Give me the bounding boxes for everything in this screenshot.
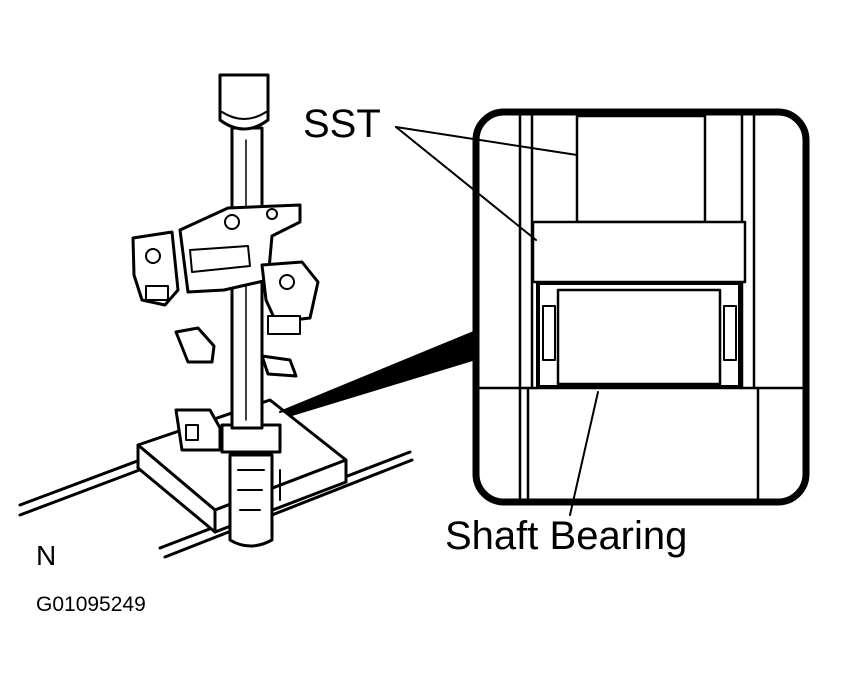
press-tool <box>218 73 270 131</box>
shaft-bearing <box>556 288 722 386</box>
figure-code: G01095249 <box>36 593 146 616</box>
sst-leader-lines <box>395 126 578 241</box>
column-bracket <box>131 203 320 378</box>
sst-plate <box>531 220 747 284</box>
sst-label: SST <box>303 102 381 146</box>
detail-pointer-line <box>279 343 477 413</box>
detail-view <box>472 108 810 506</box>
detail-callout-wedge <box>282 330 476 416</box>
view-letter: N <box>36 540 57 571</box>
shaft-bearing-leader-line <box>569 391 599 516</box>
shaft-bearing-housing <box>536 281 742 389</box>
shaft-bearing-label: Shaft Bearing <box>445 514 688 558</box>
lower-shaft <box>174 408 282 548</box>
